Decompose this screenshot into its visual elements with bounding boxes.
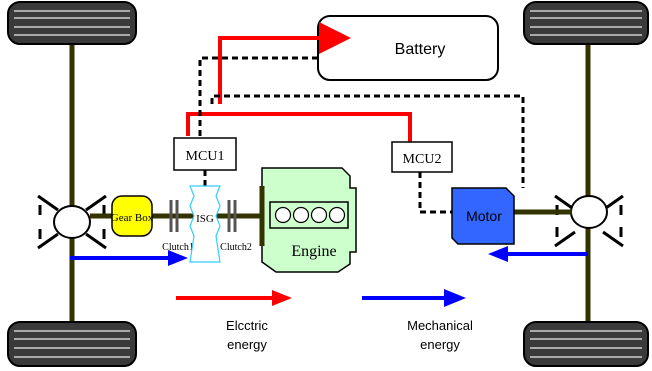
mcu2-label: MCU2: [403, 152, 442, 167]
electric-path-mcu-link: [186, 112, 412, 142]
electric-path-to-battery: [218, 22, 351, 104]
legend-mechanical-line2: energy: [420, 337, 460, 352]
isg-label: ISG: [196, 213, 214, 225]
legend-electric: [176, 290, 292, 306]
clutch1-label: Clutch1: [162, 242, 194, 253]
right-axle: [523, 1, 649, 367]
mechanical-flow-arrow-right: [488, 246, 588, 262]
clutch2: [227, 200, 237, 232]
gear-box-label: Gear Box: [111, 212, 154, 224]
gear-box: [111, 195, 153, 237]
engine-label: Engine: [291, 243, 336, 260]
battery-box: [317, 15, 499, 81]
mcu1-label: MCU1: [186, 149, 225, 164]
clutch1: [169, 200, 179, 232]
signal-path-battery-motor: [210, 94, 525, 188]
signal-path-mcu2-motor: [418, 172, 452, 214]
left-rear-tire: [7, 321, 137, 367]
legend-mechanical: [362, 289, 466, 307]
left-front-tire: [7, 1, 137, 45]
isg-box: [189, 185, 221, 263]
motor-label: Motor: [466, 208, 502, 224]
motor-box: [451, 187, 515, 245]
left-axle: [7, 1, 137, 367]
left-differential: [37, 194, 107, 250]
legend-mechanical-line1: Mechanical: [407, 318, 473, 333]
engine: [259, 167, 357, 273]
legend-electric-line2: energy: [227, 337, 267, 352]
signal-path-mcu1-battery: [198, 56, 318, 136]
clutch2-label: Clutch2: [220, 242, 252, 253]
mcu1-box: [173, 137, 237, 171]
right-front-tire: [523, 1, 649, 45]
mechanical-flow-arrow-left: [70, 250, 188, 266]
right-rear-tire: [523, 321, 649, 367]
legend-electric-line1: Elcctric: [226, 318, 268, 333]
mcu2-box: [391, 141, 453, 173]
battery-label: Battery: [395, 41, 446, 58]
